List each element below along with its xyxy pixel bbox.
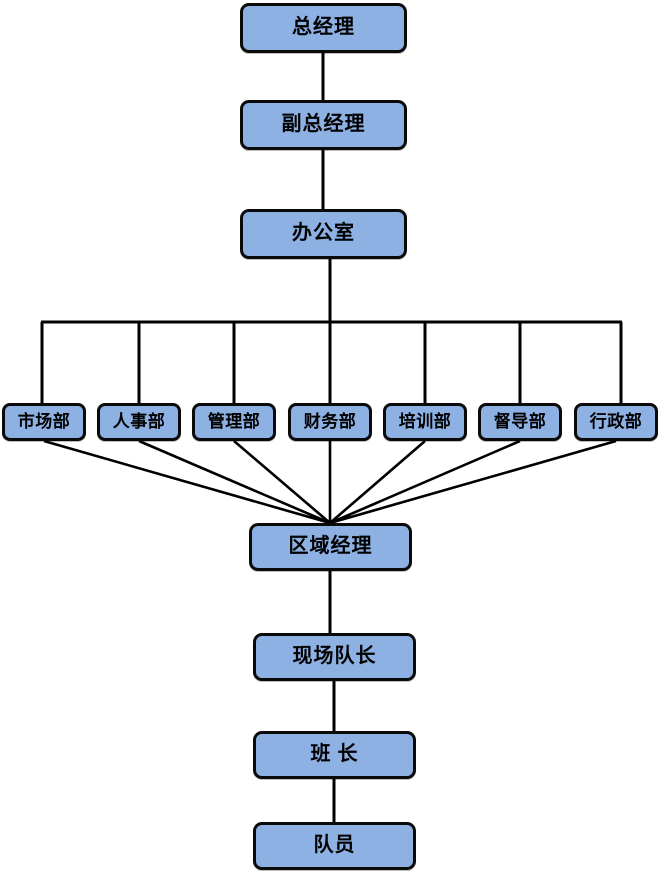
node-market-dept[interactable]: 市场部: [2, 403, 86, 441]
node-training-dept[interactable]: 培训部: [383, 403, 467, 441]
node-finance-dept[interactable]: 财务部: [288, 403, 372, 441]
node-label-management-dept: 管理部: [207, 411, 261, 431]
node-label-regional-manager: 区域经理: [288, 535, 373, 557]
node-deputy-manager[interactable]: 副总经理: [240, 100, 407, 150]
node-site-captain[interactable]: 现场队长: [253, 633, 416, 681]
connector-hr-to-regional: [138, 439, 331, 525]
node-supervision-dept[interactable]: 督导部: [478, 403, 562, 441]
node-label-supervision-dept: 督导部: [493, 411, 547, 431]
node-team-leader[interactable]: 班 长: [253, 731, 416, 779]
node-management-dept[interactable]: 管理部: [192, 403, 276, 441]
connector-supervision-to-regional: [329, 439, 521, 525]
node-label-hr-dept: 人事部: [112, 411, 166, 431]
node-label-market-dept: 市场部: [17, 411, 71, 431]
connector-admin-to-regional: [329, 439, 617, 525]
node-label-office: 办公室: [292, 222, 355, 244]
node-office[interactable]: 办公室: [240, 209, 407, 259]
node-label-site-captain: 现场队长: [292, 645, 377, 667]
node-label-general-manager: 总经理: [292, 16, 355, 38]
node-label-team-member: 队员: [313, 834, 356, 856]
node-label-deputy-manager: 副总经理: [281, 113, 366, 135]
node-label-finance-dept: 财务部: [303, 411, 357, 431]
node-team-member[interactable]: 队员: [253, 822, 416, 870]
connector-management-to-regional: [233, 440, 331, 524]
node-regional-manager[interactable]: 区域经理: [249, 523, 412, 571]
node-label-admin-dept: 行政部: [589, 411, 643, 431]
node-general-manager[interactable]: 总经理: [240, 3, 407, 53]
node-label-team-leader: 班 长: [310, 743, 359, 765]
connector-market-to-regional: [43, 439, 331, 525]
node-admin-dept[interactable]: 行政部: [574, 403, 658, 441]
node-hr-dept[interactable]: 人事部: [97, 403, 181, 441]
connector-training-to-regional: [329, 440, 426, 524]
node-label-training-dept: 培训部: [398, 411, 452, 431]
